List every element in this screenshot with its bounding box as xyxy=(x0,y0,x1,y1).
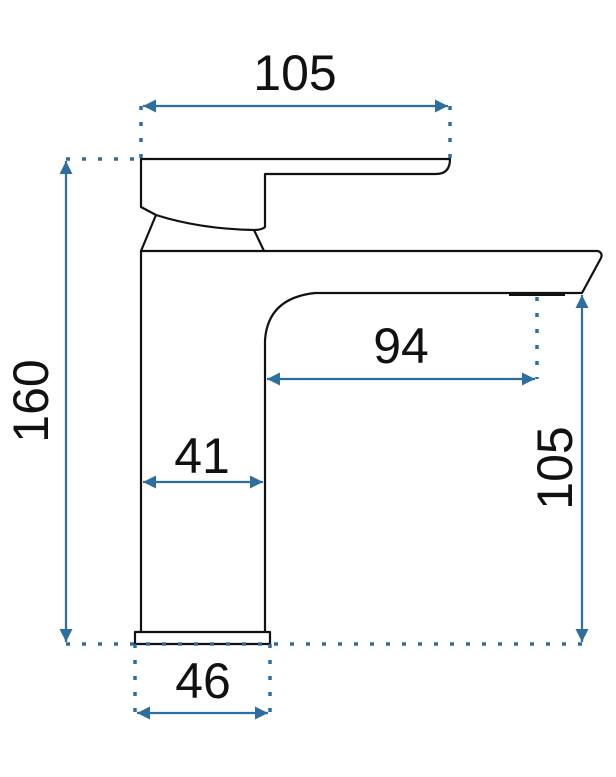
faucet-outline xyxy=(133,157,603,646)
faucet-base xyxy=(133,630,272,646)
faucet-neck xyxy=(139,214,265,252)
label-spout-reach: 94 xyxy=(373,318,429,374)
label-body-width: 41 xyxy=(174,428,230,484)
label-base-width: 46 xyxy=(175,653,231,709)
label-spout-height: 105 xyxy=(527,426,583,509)
label-handle-length: 105 xyxy=(253,45,336,101)
extension-lines xyxy=(66,106,582,713)
label-total-height: 160 xyxy=(3,359,59,442)
faucet-body xyxy=(139,249,603,632)
aerator xyxy=(509,292,565,296)
faucet-handle xyxy=(139,157,452,232)
